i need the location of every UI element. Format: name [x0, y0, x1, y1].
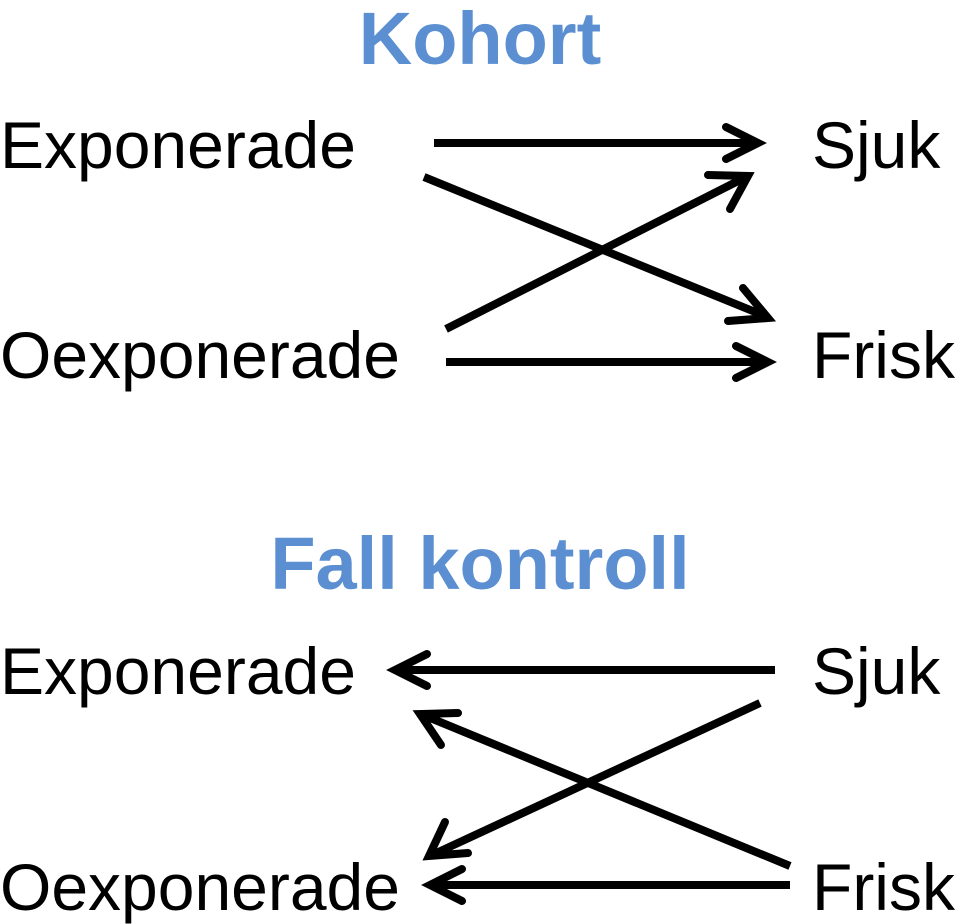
arrow-unexposed-to-healthy [446, 342, 777, 382]
arrow-exposed-to-healthy [422, 173, 777, 325]
cohort-label-exposed: Exponerade [0, 108, 356, 182]
cohort-label-sick: Sjuk [812, 108, 941, 182]
arrow-unexposed-to-sick [444, 171, 755, 333]
case-control-label-unexposed: Oexponerade [0, 850, 400, 924]
case-control-label-sick: Sjuk [812, 634, 941, 708]
arrow-sick-to-exposed [386, 650, 775, 690]
arrow-healthy-to-unexposed [421, 865, 790, 905]
arrow-healthy-to-exposed [412, 709, 792, 870]
cohort-title: Kohort [358, 0, 602, 80]
cohort-label-healthy: Frisk [812, 318, 955, 392]
case-control-label-exposed: Exponerade [0, 634, 356, 708]
case-control-label-healthy: Frisk [812, 850, 955, 924]
case-control-title: Fall kontroll [270, 522, 690, 605]
arrow-exposed-to-sick [434, 123, 767, 163]
cohort-label-unexposed: Oexponerade [0, 318, 400, 392]
arrow-sick-to-unexposed [422, 699, 762, 861]
